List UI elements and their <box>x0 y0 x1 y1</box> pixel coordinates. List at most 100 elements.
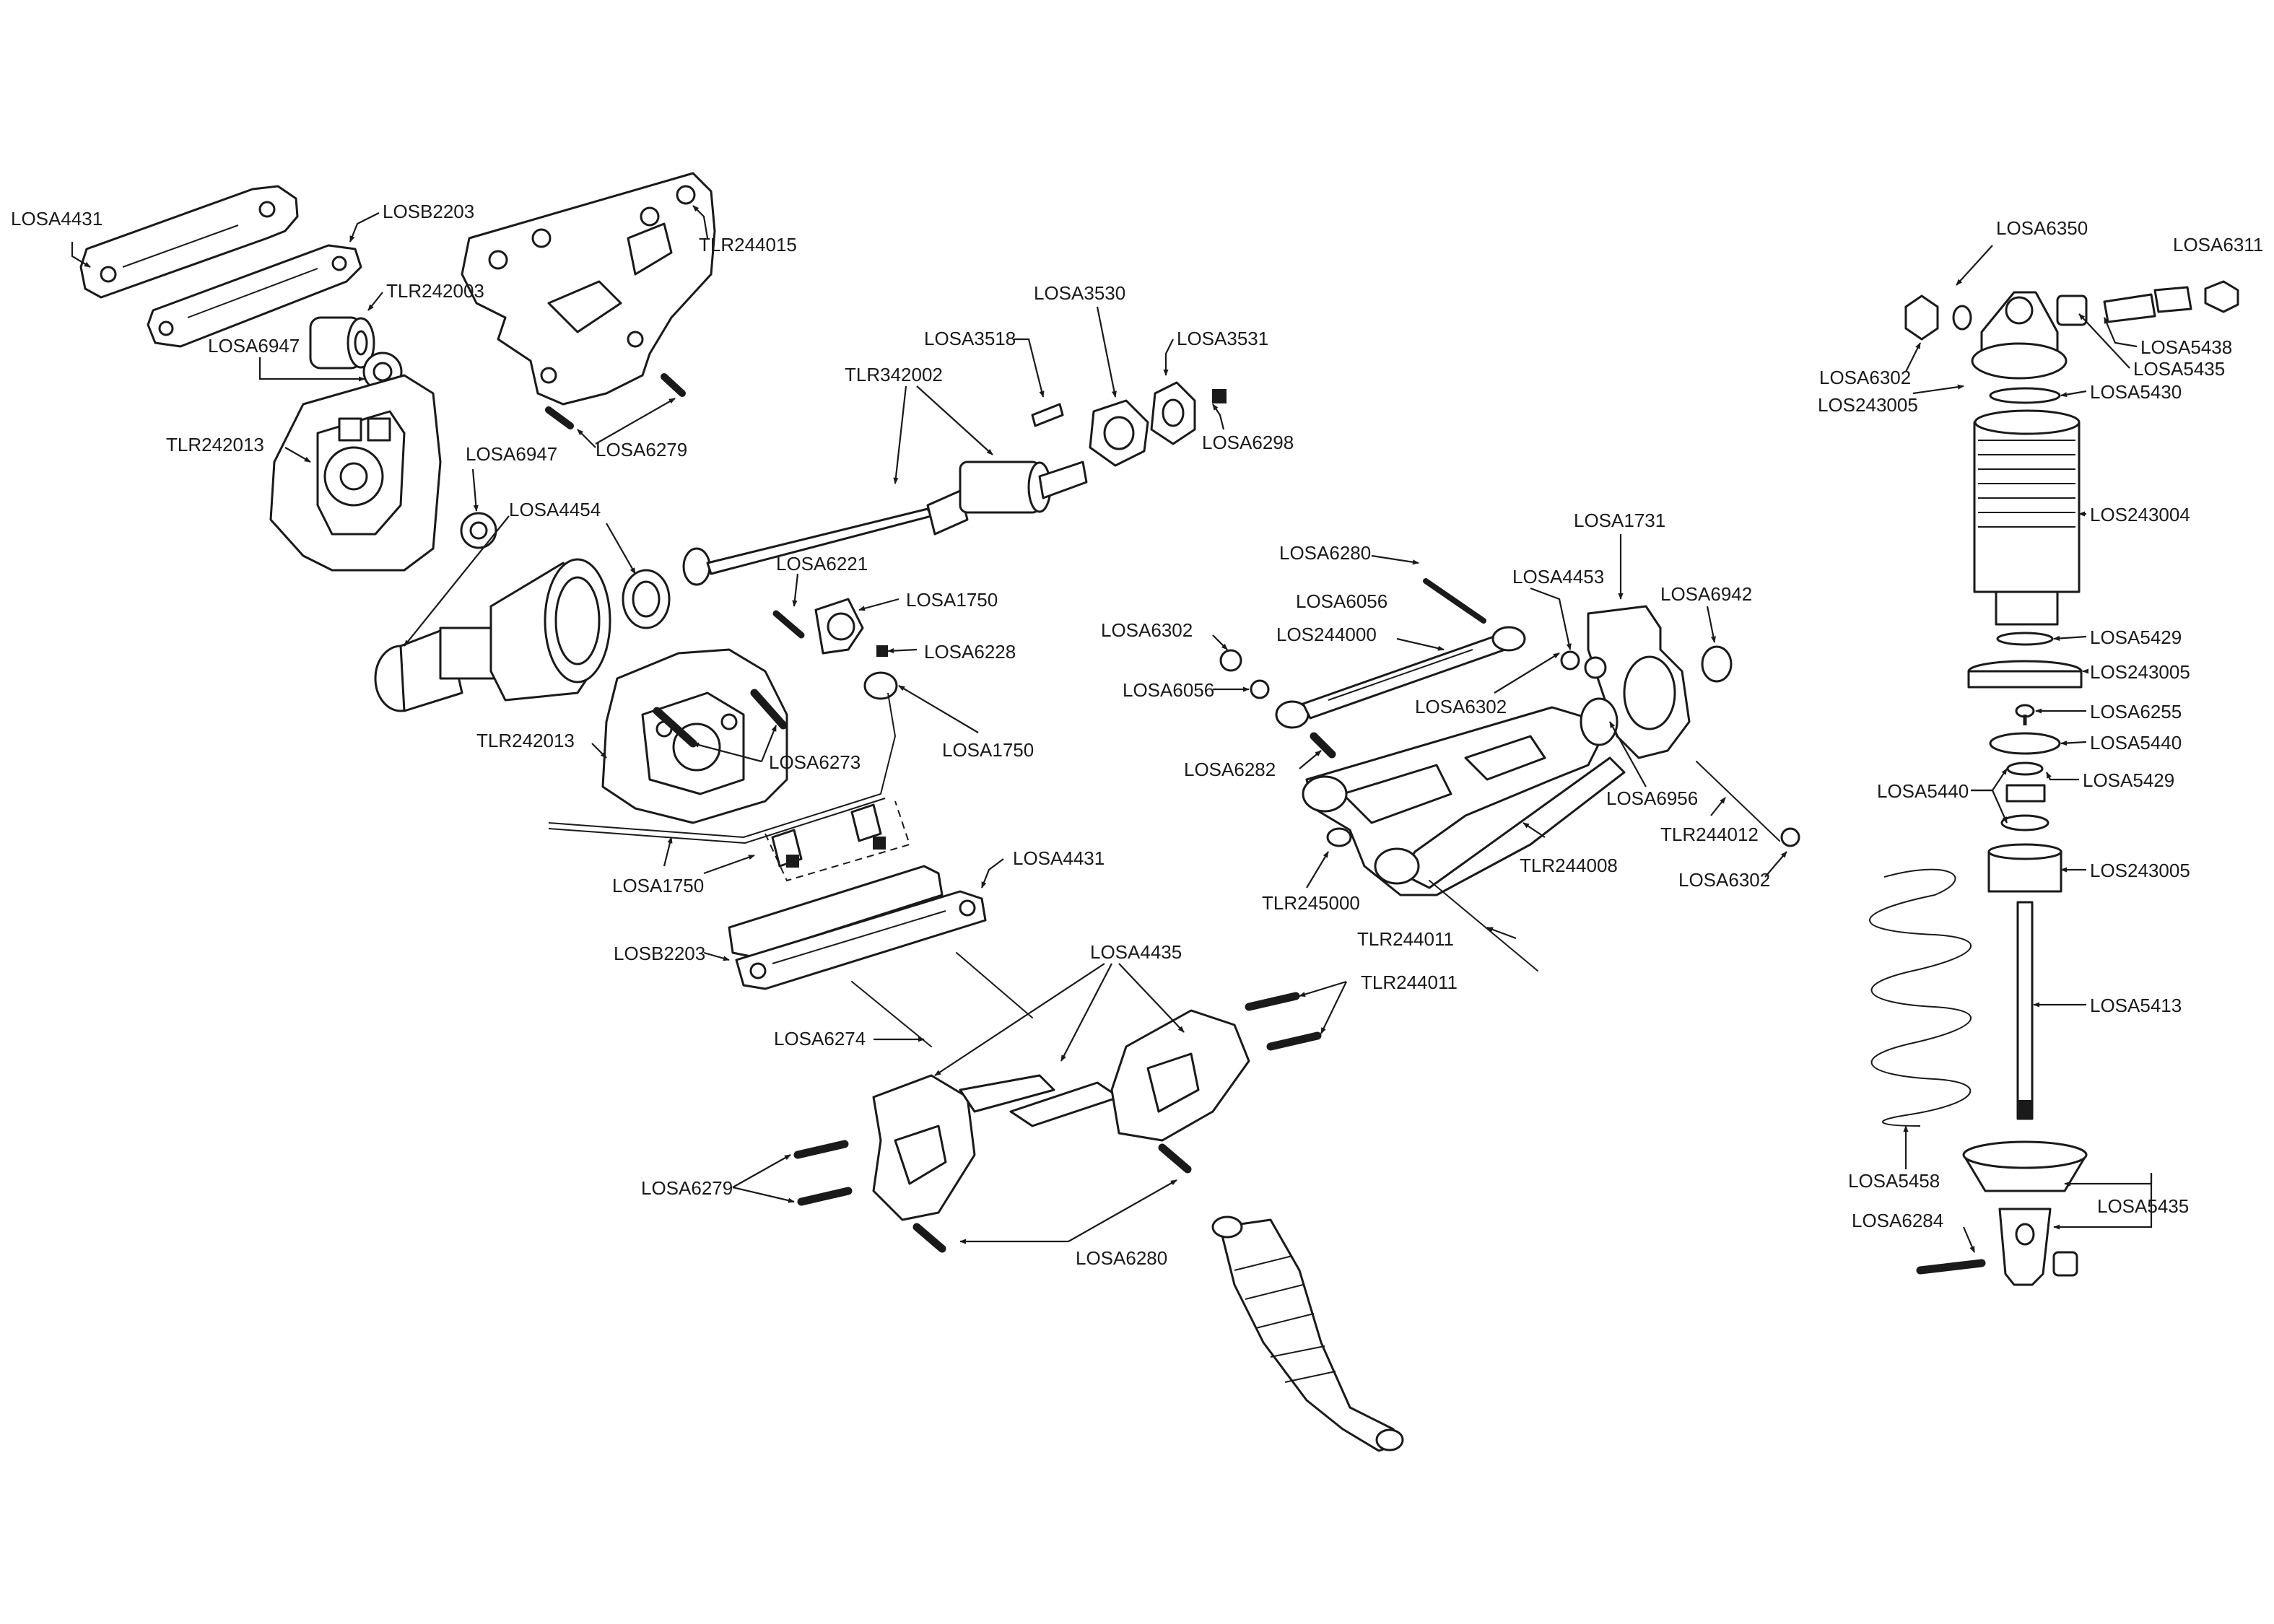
leader-lines <box>71 205 2153 1253</box>
hinge-brace-part <box>79 185 299 299</box>
label-losa6255: LOSA6255 <box>2090 701 2182 722</box>
label-los243004: LOS243004 <box>2090 504 2190 525</box>
hinge-pin-part <box>1326 827 1538 972</box>
screw-part <box>1245 992 1322 1051</box>
hinge-pin-part <box>851 952 1033 1047</box>
label-losa4435: LOSA4435 <box>1090 941 1182 963</box>
spring-cup-part <box>1916 1140 2088 1286</box>
label-losa5440-right: LOSA5440 <box>2090 732 2182 754</box>
label-losa6279-lower: LOSA6279 <box>641 1177 733 1199</box>
label-losa5429-lower: LOSA5429 <box>2083 769 2174 791</box>
label-losa6284: LOSA6284 <box>1852 1210 1943 1231</box>
label-los243005-mid: LOS243005 <box>2090 661 2190 683</box>
label-losa4431-lower: LOSA4431 <box>1013 847 1105 869</box>
label-losa6056-top: LOSA6056 <box>1296 590 1388 612</box>
label-losa5438: LOSA5438 <box>2140 336 2232 358</box>
label-losa5430: LOSA5430 <box>2090 381 2182 403</box>
label-losa6228: LOSA6228 <box>924 641 1016 663</box>
shock-spring-part <box>1869 868 1972 1127</box>
label-losa6350: LOSA6350 <box>1996 217 2088 239</box>
label-losa6280-upper: LOSA6280 <box>1279 542 1371 564</box>
pin-part <box>1031 403 1064 427</box>
label-tlr242013-lower: TLR242013 <box>476 730 575 751</box>
label-losa6942: LOSA6942 <box>1660 583 1752 605</box>
label-losa4454: LOSA4454 <box>509 499 601 520</box>
label-tlr244008: TLR244008 <box>1520 855 1618 876</box>
ball-stud-part <box>772 598 898 700</box>
bushing-part <box>309 316 375 370</box>
label-tlr245000: TLR245000 <box>1262 892 1360 914</box>
label-losa1750-top: LOSA1750 <box>906 589 998 611</box>
label-losa5435-lower: LOSA5435 <box>2097 1195 2189 1217</box>
shock-tower-part <box>461 172 716 406</box>
label-tlr342002: TLR342002 <box>845 364 943 385</box>
shock-cap-part <box>1904 280 2239 380</box>
label-losb2203-lower: LOSB2203 <box>614 943 705 964</box>
anti-roll-bar-part <box>548 692 911 882</box>
shock-assembly-part <box>1211 1215 1404 1452</box>
part-labels: LOSA4431 LOSB2203 TLR244015 TLR242003 LO… <box>11 201 2263 1269</box>
label-losb2203-top: LOSB2203 <box>383 201 474 222</box>
suspension-arm-part <box>1302 706 1626 896</box>
label-losa5413: LOSA5413 <box>2090 995 2182 1016</box>
shock-shaft-part <box>2016 901 2034 1120</box>
label-tlr244015: TLR244015 <box>699 234 797 256</box>
shock-body-part <box>1967 387 2083 893</box>
label-losa6298: LOSA6298 <box>1202 432 1294 453</box>
label-losa6282: LOSA6282 <box>1184 759 1276 780</box>
label-tlr244011-lower: TLR244011 <box>1357 928 1454 950</box>
screw-part <box>545 373 686 429</box>
label-losa5440-left: LOSA5440 <box>1877 780 1969 802</box>
label-losa6302-mid: LOSA6302 <box>1415 696 1507 717</box>
screw-part <box>912 1143 1192 1253</box>
gearbox-housing-part <box>601 648 788 824</box>
label-tlr242013-top: TLR242013 <box>166 434 264 455</box>
wheel-nut-part <box>1150 381 1196 445</box>
label-tlr244011-upper: TLR244011 <box>1361 972 1458 993</box>
label-losa6056-left: LOSA6056 <box>1123 679 1214 701</box>
label-losa5458: LOSA5458 <box>1848 1170 1940 1192</box>
label-losa6311: LOSA6311 <box>2173 234 2263 256</box>
label-losa5429-top: LOSA5429 <box>2090 627 2182 648</box>
label-losa4453: LOSA4453 <box>1512 566 1604 588</box>
label-losa1731: LOSA1731 <box>1574 510 1665 531</box>
label-tlr244012: TLR244012 <box>1660 824 1759 845</box>
label-los243005-cap: LOS243005 <box>1818 394 1918 416</box>
bearing-part <box>460 512 497 549</box>
label-losa6302-shock: LOSA6302 <box>1819 367 1911 388</box>
label-losa5435-top: LOSA5435 <box>2133 358 2225 380</box>
screw-part <box>653 689 788 748</box>
hex-hub-part <box>1089 399 1149 467</box>
label-los244000: LOS244000 <box>1276 624 1377 645</box>
differential-part <box>374 558 671 712</box>
label-losa6274: LOSA6274 <box>774 1028 866 1049</box>
label-tlr242003: TLR242003 <box>386 280 484 302</box>
hinge-brace-part <box>728 865 944 958</box>
label-losa6956: LOSA6956 <box>1606 787 1698 809</box>
label-losa1750-right: LOSA1750 <box>942 739 1034 761</box>
label-losa6273: LOSA6273 <box>769 751 861 773</box>
label-losa6947-lower: LOSA6947 <box>466 443 557 465</box>
gearbox-housing-part <box>269 374 442 572</box>
label-losa6947-top: LOSA6947 <box>208 335 300 357</box>
camber-link-part <box>1219 578 1526 759</box>
label-losa6302-left: LOSA6302 <box>1101 619 1193 641</box>
label-losa3531: LOSA3531 <box>1177 328 1268 349</box>
label-losa3530: LOSA3530 <box>1034 282 1125 304</box>
label-losa6302-right: LOSA6302 <box>1678 869 1770 891</box>
label-losa4431-top: LOSA4431 <box>11 208 103 230</box>
label-losa3518: LOSA3518 <box>924 328 1016 349</box>
label-losa6279-top: LOSA6279 <box>596 439 687 460</box>
label-losa6280-lower: LOSA6280 <box>1076 1247 1167 1269</box>
label-losa6221: LOSA6221 <box>776 553 868 575</box>
label-losa1750-bar: LOSA1750 <box>612 875 704 896</box>
label-los243005-lower: LOS243005 <box>2090 860 2190 881</box>
set-screw-part <box>1212 389 1227 403</box>
arm-mount-part <box>872 1009 1250 1221</box>
hinge-plate-part <box>147 244 362 348</box>
driveshaft-part <box>682 460 1088 586</box>
screw-part <box>793 1140 853 1206</box>
hinge-plate-part <box>735 890 987 990</box>
hub-carrier-part <box>1560 605 1800 847</box>
